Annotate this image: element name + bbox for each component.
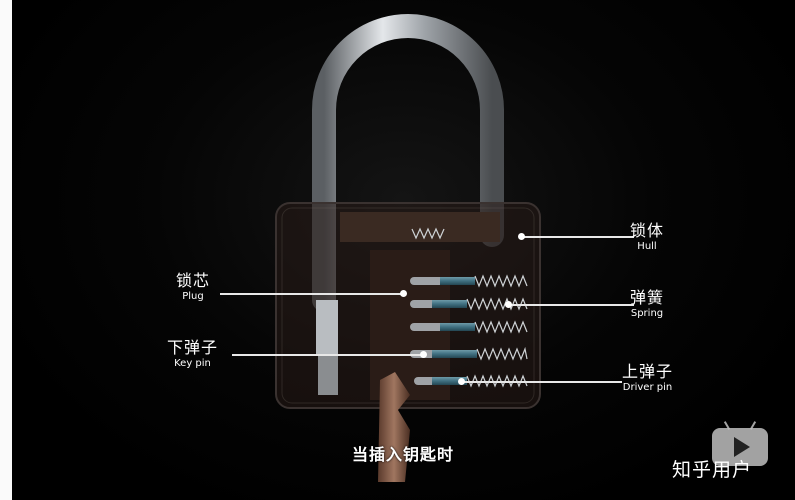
key-pin-label-en: Key pin: [174, 357, 211, 369]
spring-label-en: Spring: [630, 307, 664, 319]
key-pin-leader-line: [232, 354, 424, 356]
hull-label-zh: 锁体: [630, 221, 665, 240]
plug-label-en: Plug: [182, 290, 204, 302]
plug-label: 锁芯 Plug: [176, 271, 211, 302]
subtitle-caption: 当插入钥匙时: [352, 445, 455, 464]
spring-dot: [505, 301, 512, 308]
spring-label: 弹簧 Spring: [630, 288, 665, 319]
key-pin-label: 下弹子 Key pin: [167, 338, 219, 369]
driver-pin-label-zh: 上弹子: [622, 362, 674, 381]
video-frame: [12, 0, 795, 500]
key-pin-dot: [420, 351, 427, 358]
hull-leader-line: [522, 236, 634, 238]
zhihu-watermark: 知乎用户: [672, 459, 753, 481]
hull-dot: [518, 233, 525, 240]
plug-dot: [400, 290, 407, 297]
padlock-illustration: [275, 14, 541, 482]
hull-label: 锁体 Hull: [630, 221, 665, 252]
spring-label-zh: 弹簧: [630, 288, 665, 307]
driver-pin-leader-line: [462, 381, 622, 383]
plug-leader-line: [220, 293, 404, 295]
plug-label-zh: 锁芯: [176, 271, 211, 290]
play-icon: [734, 437, 750, 457]
video-play-badge: [712, 421, 768, 466]
hull-label-en: Hull: [637, 240, 657, 252]
key-pin-label-zh: 下弹子: [167, 338, 219, 357]
driver-pin-label-en: Driver pin: [622, 381, 673, 393]
driver-pin-dot: [458, 378, 465, 385]
left-margin-strip: [0, 0, 12, 500]
spring-leader-line: [509, 304, 634, 306]
driver-pin-label: 上弹子 Driver pin: [622, 362, 674, 393]
